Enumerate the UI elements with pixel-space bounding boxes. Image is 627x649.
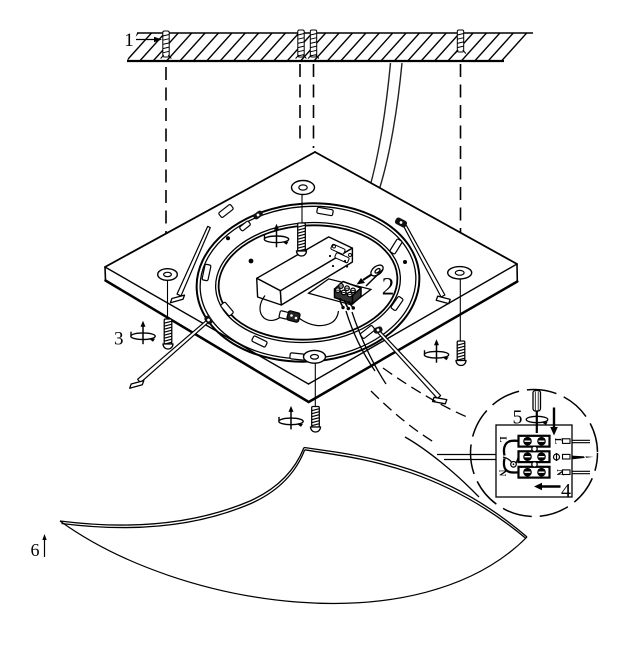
svg-text:6: 6 <box>31 540 40 560</box>
svg-text:2: 2 <box>382 274 395 301</box>
svg-text:1: 1 <box>124 30 134 51</box>
svg-text:4: 4 <box>561 480 571 502</box>
svg-text:L: L <box>498 436 508 442</box>
svg-text:N: N <box>498 470 508 477</box>
svg-text:3: 3 <box>114 329 124 350</box>
svg-text:L: L <box>553 438 563 444</box>
svg-text:5: 5 <box>513 407 523 429</box>
svg-text:N: N <box>555 469 565 476</box>
